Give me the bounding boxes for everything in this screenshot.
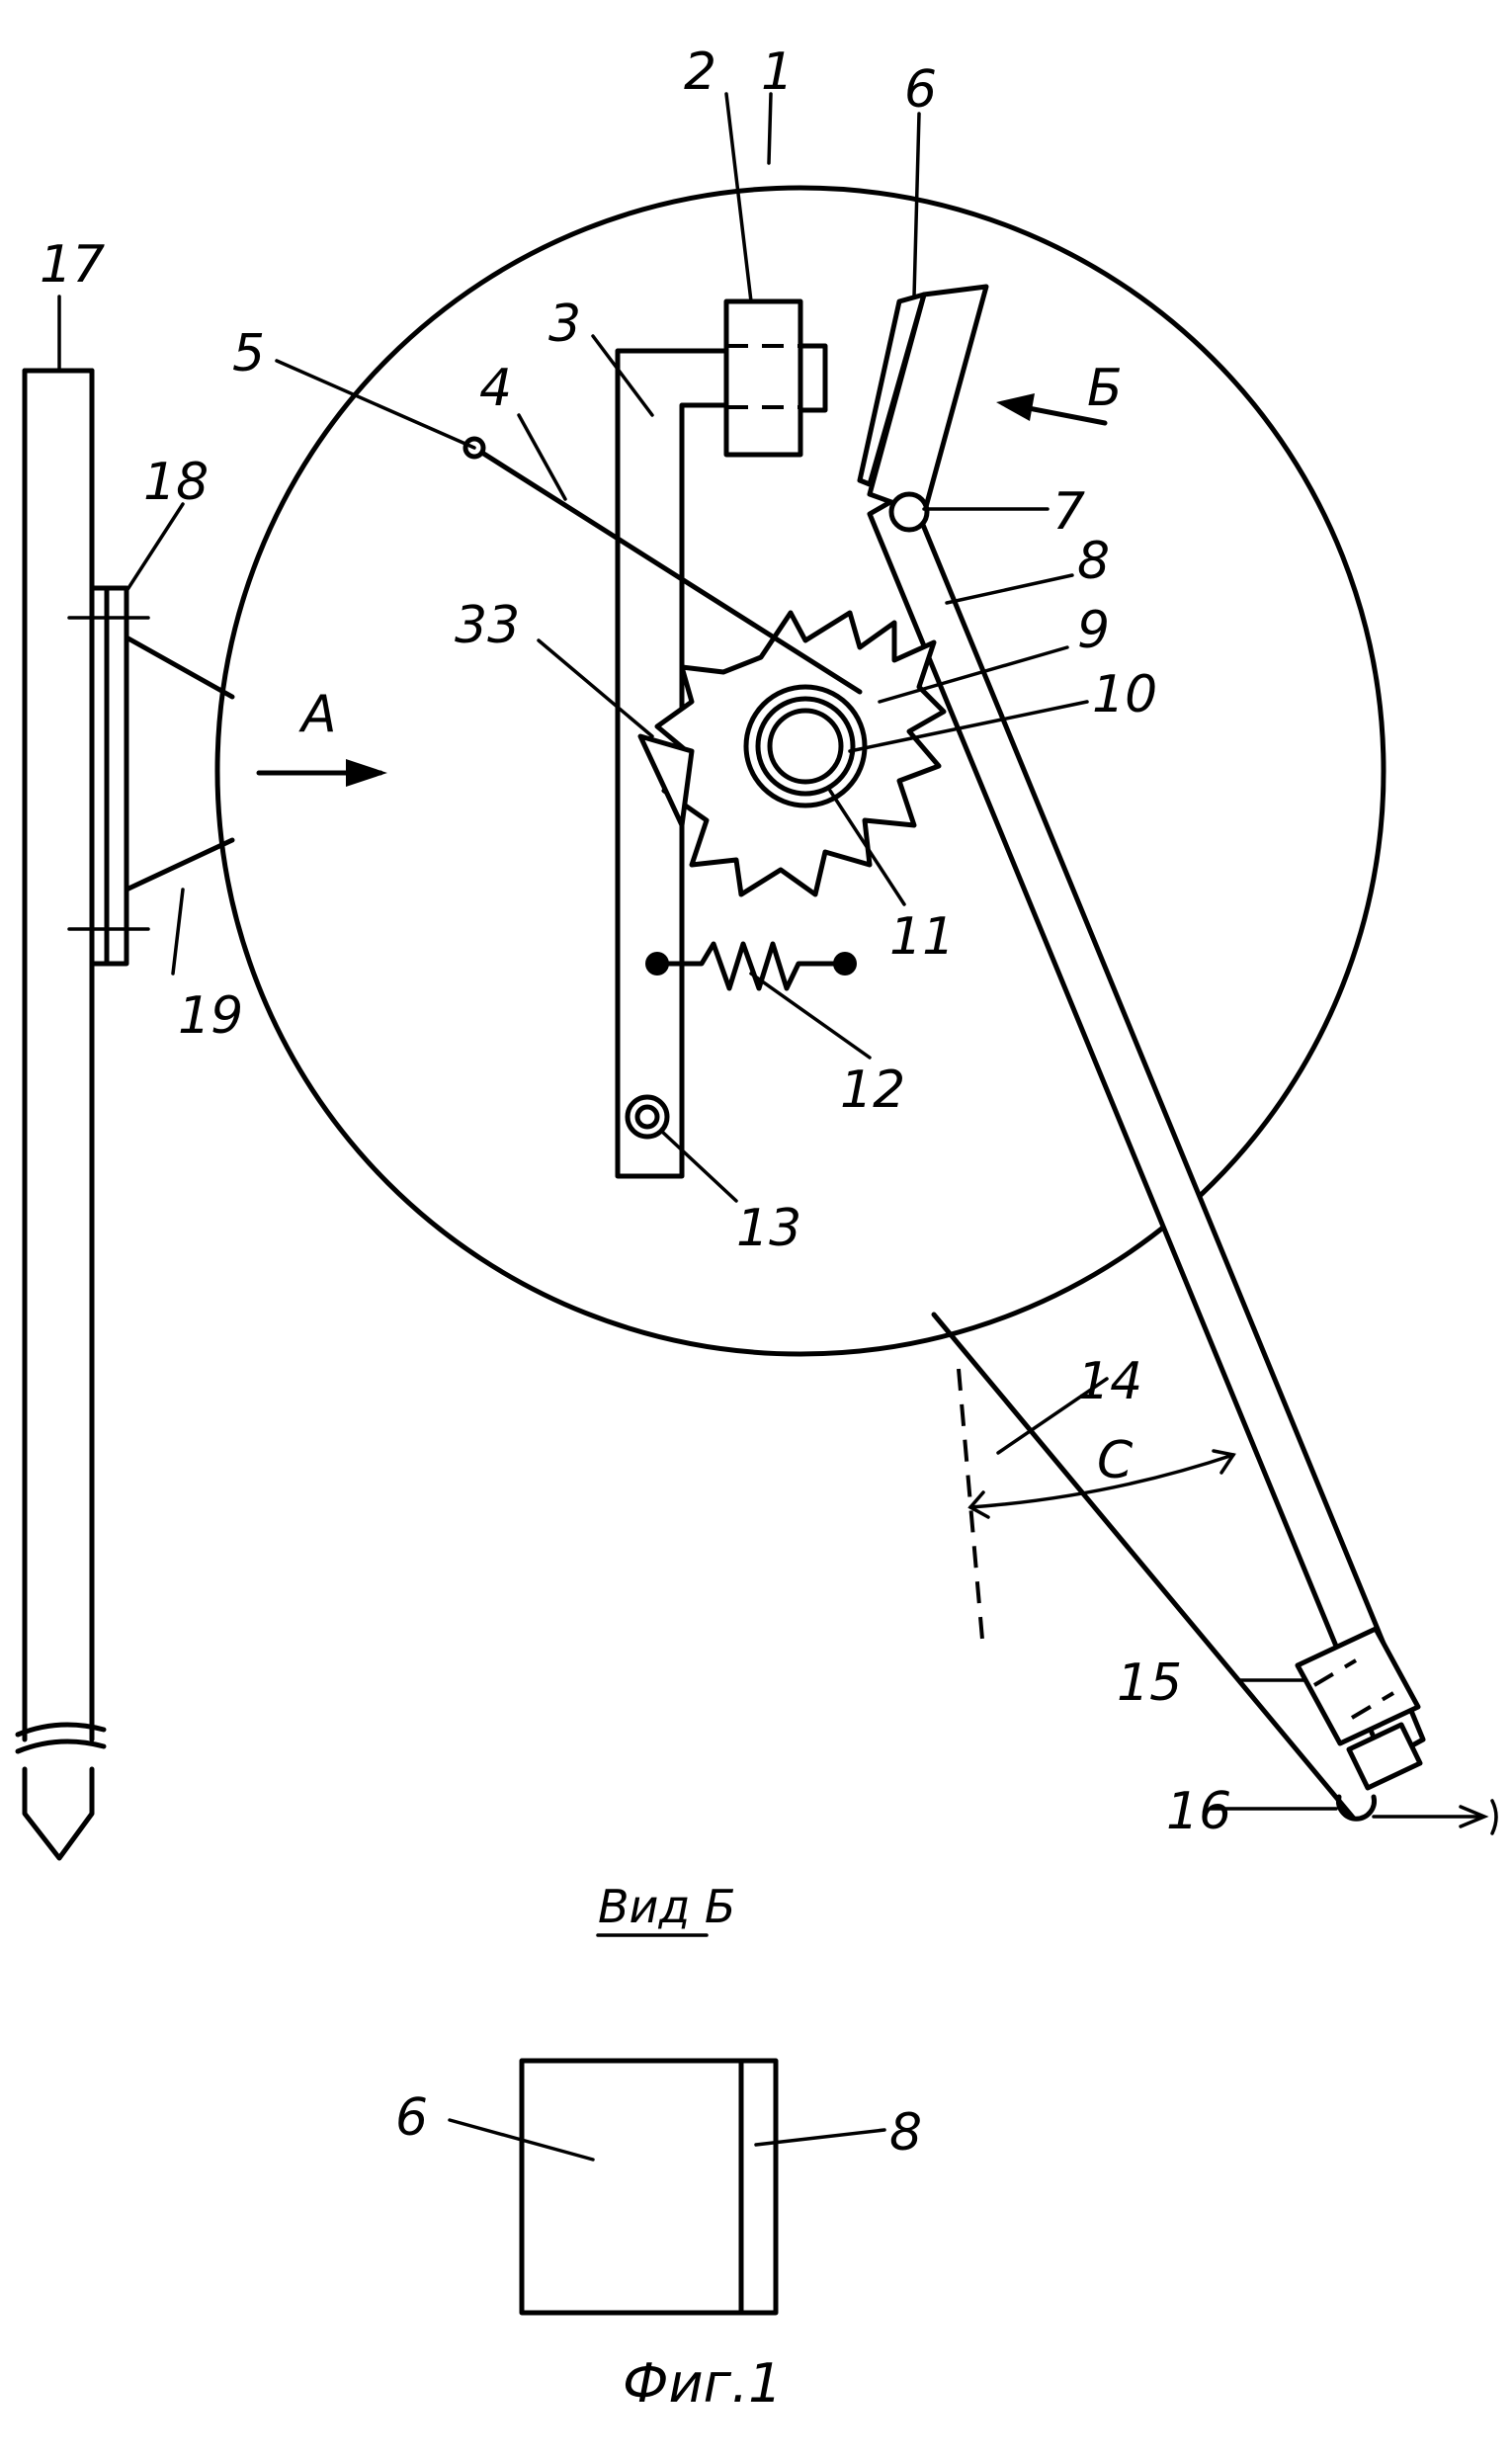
label-16: 16 xyxy=(1166,1782,1231,1841)
label-4: 4 xyxy=(479,359,512,418)
support-14 xyxy=(931,1312,1357,1822)
pad-6 xyxy=(857,284,989,533)
leader-lines xyxy=(125,92,1338,1811)
label-c: C xyxy=(1097,1431,1134,1490)
label-a-arrow: A xyxy=(298,685,337,744)
label-19: 19 xyxy=(178,986,243,1046)
view-b-label-8: 8 xyxy=(889,2103,922,2163)
figure-caption: Фиг.1 xyxy=(623,2352,782,2415)
arrow-b xyxy=(996,393,1108,426)
view-b-label-6: 6 xyxy=(395,2088,428,2148)
label-14: 14 xyxy=(1077,1352,1142,1411)
label-2: 2 xyxy=(684,42,716,102)
view-b-title: Вид Б xyxy=(598,1880,735,1933)
spring-12 xyxy=(645,941,857,991)
pivot-13 xyxy=(625,1094,670,1140)
label-18: 18 xyxy=(143,453,209,512)
label-6: 6 xyxy=(904,60,937,120)
bracket-19 xyxy=(124,635,235,892)
label-13: 13 xyxy=(736,1199,801,1258)
angle-c xyxy=(957,1368,1236,1652)
pawl-33 xyxy=(637,733,695,828)
arrow-a xyxy=(256,759,387,787)
block-2 xyxy=(723,298,828,458)
clamp-15 xyxy=(1295,1626,1423,1791)
disk-1 xyxy=(214,185,1386,1357)
label-11: 11 xyxy=(889,907,955,967)
plate-18 xyxy=(67,585,150,967)
label-3: 3 xyxy=(548,295,581,354)
label-12: 12 xyxy=(840,1061,905,1120)
label-1: 1 xyxy=(761,42,794,102)
label-15: 15 xyxy=(1117,1654,1182,1713)
view-b: Вид Б 6 8 xyxy=(395,1880,922,2316)
post-17 xyxy=(15,295,107,1861)
label-8: 8 xyxy=(1077,532,1110,591)
label-7: 7 xyxy=(1052,482,1085,542)
label-33: 33 xyxy=(455,596,520,655)
part-labels: 1 2 6 17 3 5 4 Б 18 7 8 33 9 10 A 11 19 … xyxy=(40,42,1231,1841)
label-5: 5 xyxy=(232,324,265,383)
label-10: 10 xyxy=(1092,665,1157,724)
label-b-arrow: Б xyxy=(1087,359,1123,418)
label-9: 9 xyxy=(1077,601,1110,660)
hook-16 xyxy=(1336,1794,1498,1835)
label-17: 17 xyxy=(40,235,105,295)
